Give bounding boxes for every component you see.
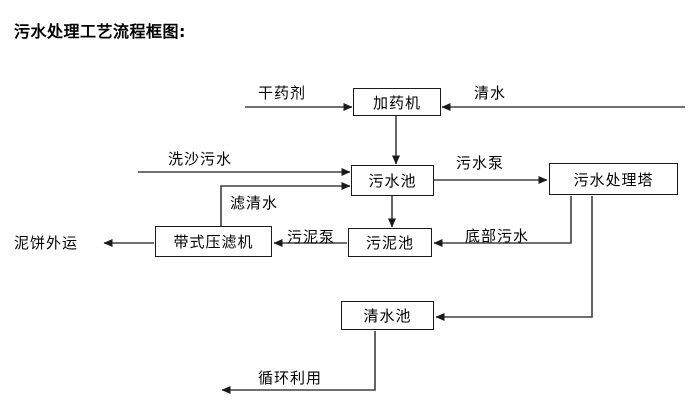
edge-tower-to-clear-water-pool — [435, 196, 593, 321]
node-label: 污水池 — [368, 172, 417, 190]
node-label: 加药机 — [372, 93, 421, 112]
edge-bottom-sewage-to-sludge-pool — [433, 196, 572, 247]
edge-label-recycle-reuse: 循环利用 — [258, 369, 323, 387]
node-dosing-machine[interactable]: 加药机 — [353, 88, 441, 116]
node-clear-water-pool[interactable]: 清水池 — [341, 301, 434, 330]
edge-label-sludge-pump: 污泥泵 — [287, 228, 336, 246]
terminal-dry-chemical: 干药剂 — [258, 84, 307, 102]
page-title: 污水处理工艺流程框图: — [14, 22, 186, 41]
node-sewage-pool[interactable]: 污水池 — [351, 165, 434, 196]
edge-label-bottom-sewage: 底部污水 — [465, 227, 530, 245]
edge-filtered-water-to-sewage-pool — [220, 182, 351, 226]
node-label: 清水池 — [363, 307, 412, 325]
node-sludge-pool[interactable]: 污泥池 — [348, 228, 432, 257]
edge-label-filtered-clear-water: 滤清水 — [230, 194, 279, 212]
edge-label-sewage-pump: 污水泵 — [456, 154, 505, 172]
node-belt-filter-press[interactable]: 带式压滤机 — [155, 226, 272, 257]
terminal-mud-cake-out: 泥饼外运 — [14, 234, 79, 252]
node-label: 带式压滤机 — [173, 233, 254, 251]
terminal-clean-water: 清水 — [474, 84, 507, 102]
node-label: 污水处理塔 — [573, 170, 654, 189]
terminal-sand-wash-water: 洗沙污水 — [168, 150, 233, 168]
node-label: 污泥池 — [365, 234, 414, 252]
edge-recycle-reuse — [221, 331, 376, 394]
node-treatment-tower[interactable]: 污水处理塔 — [549, 163, 678, 195]
